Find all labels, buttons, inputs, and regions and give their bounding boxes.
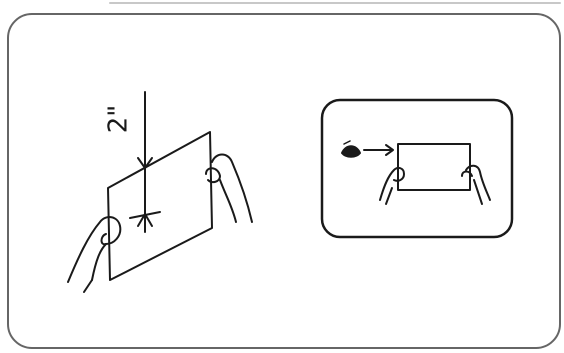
inset-frame (322, 100, 512, 237)
right-thumb (206, 168, 220, 182)
inset-right-wrist (474, 180, 482, 204)
eye-icon (342, 146, 360, 157)
left-hand (68, 217, 120, 282)
eye-lash (344, 141, 350, 144)
measurement-label: 2" (105, 105, 131, 134)
left-wrist (84, 280, 92, 292)
held-card (398, 144, 470, 190)
right-wrist (220, 180, 236, 222)
right-illustration (322, 100, 512, 237)
inset-left-hand (380, 168, 404, 200)
left-illustration (68, 92, 252, 292)
tilted-card (108, 132, 212, 280)
left-thumb (102, 234, 107, 244)
outer-frame (8, 14, 560, 348)
inset-left-wrist (386, 188, 392, 204)
